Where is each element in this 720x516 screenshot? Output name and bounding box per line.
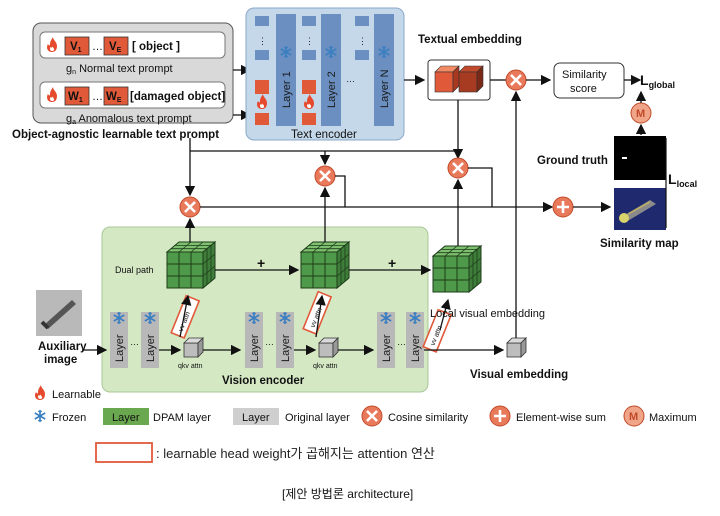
- prompt-title: Object-agnostic learnable text prompt: [12, 129, 219, 141]
- svg-text:⋮: ⋮: [358, 36, 367, 46]
- legend-learnable: Learnable: [52, 389, 101, 401]
- anom-object-token: [damaged object]: [130, 91, 225, 103]
- cosine-similarity-icon-3: [446, 156, 470, 180]
- text-layer-n: Layer N: [379, 69, 391, 108]
- local-feature-cube-1: [166, 241, 216, 289]
- plus-1: +: [257, 255, 265, 271]
- qkv-attn-label-1: qkv attn: [178, 363, 203, 370]
- normal-prompt-caption: gn Normal text prompt: [66, 63, 173, 76]
- anom-dots: …: [92, 91, 103, 103]
- similarity-score-line2: score: [570, 83, 597, 95]
- svg-text:Layer: Layer: [242, 412, 270, 424]
- legend-original-layer: Original layer: [285, 412, 350, 424]
- local-visual-embedding-label: Local visual embedding: [430, 308, 545, 320]
- svg-text:…: …: [265, 337, 274, 347]
- svg-text:Layer: Layer: [145, 334, 157, 362]
- frozen-snowflake-icon: [33, 409, 47, 423]
- svg-text:Layer: Layer: [381, 334, 393, 362]
- legend-elementwise: Element-wise sum: [516, 412, 606, 424]
- ground-truth-image: [614, 136, 666, 180]
- text-layer-2: Layer 2: [326, 71, 338, 108]
- qkv-cube-2: [318, 337, 339, 358]
- cosine-similarity-icon: [504, 68, 528, 92]
- normal-dots: …: [92, 41, 103, 53]
- vision-encoder-title: Vision encoder: [222, 375, 305, 387]
- normal-ve: VE: [109, 41, 122, 54]
- local-feature-cube-3: [432, 245, 482, 293]
- figure-caption: [제안 방법론 architecture]: [282, 487, 413, 501]
- element-wise-sum-icon: [551, 195, 575, 219]
- auxiliary-label-2: image: [44, 354, 77, 366]
- svg-text:⋮: ⋮: [258, 36, 267, 46]
- vision-layer-group-3: Layer … Layer: [377, 311, 424, 368]
- element-wise-sum-icon: [488, 404, 512, 428]
- anom-prompt-caption: ga Anomalous text prompt: [66, 113, 192, 126]
- cosine-similarity-icon: [360, 404, 384, 428]
- text-encoder: ⋮ Layer 1 ⋮ Layer 2 … ⋮ Layer N Text enc…: [245, 7, 405, 141]
- svg-text:Layer: Layer: [280, 334, 292, 362]
- attention-note-text: : learnable head weight가 곱해지는 attention …: [156, 446, 435, 461]
- legend-dpam-layer: DPAM layer: [153, 412, 211, 424]
- legend-maximum: Maximum: [649, 412, 697, 424]
- plus-2: +: [388, 255, 396, 271]
- local-feature-cube-2: [300, 241, 350, 289]
- svg-text:⋮: ⋮: [305, 36, 314, 46]
- dual-path-label: Dual path: [115, 265, 154, 275]
- legend-cosine: Cosine similarity: [388, 412, 469, 424]
- svg-text:M: M: [629, 411, 638, 423]
- auxiliary-label-1: Auxiliary: [38, 341, 87, 353]
- learnable-flame-icon: [35, 385, 45, 400]
- legend-frozen: Frozen: [52, 412, 86, 424]
- text-encoder-title: Text encoder: [291, 129, 357, 141]
- normal-v1: V1: [70, 41, 82, 54]
- textual-embedding-label: Textual embedding: [418, 34, 522, 46]
- svg-text:Layer: Layer: [410, 334, 422, 362]
- svg-text:Layer: Layer: [114, 334, 126, 362]
- l-global: Lglobal: [640, 72, 675, 90]
- svg-text:Layer: Layer: [112, 412, 140, 424]
- prompt-panel: V1 … VE [ object ] gn Normal text prompt…: [32, 22, 234, 126]
- qkv-cube-1: [183, 337, 204, 358]
- vision-layer-group-2: Layer … Layer: [245, 311, 294, 368]
- qkv-attn-label-2: qkv attn: [313, 363, 338, 370]
- attention-note-box: [95, 442, 153, 463]
- vision-layer-group-1: Layer … Layer: [110, 311, 159, 368]
- svg-text:M: M: [636, 108, 645, 120]
- legend: Learnable Frozen Layer DPAM layer Layer …: [33, 385, 697, 428]
- textual-embedding-box: [427, 59, 491, 101]
- anom-we: WE: [106, 91, 122, 104]
- cosine-similarity-icon-2: [313, 164, 337, 188]
- svg-text:…: …: [346, 74, 355, 84]
- svg-text:…: …: [130, 337, 139, 347]
- svg-text:…: …: [397, 337, 406, 347]
- svg-text:Layer: Layer: [249, 334, 261, 362]
- visual-embedding-cube: [506, 337, 527, 358]
- cosine-similarity-icon-1: [178, 195, 202, 219]
- ground-truth-label: Ground truth: [537, 155, 608, 167]
- text-layer-1: Layer 1: [281, 71, 293, 108]
- normal-object-token: [ object ]: [132, 41, 180, 53]
- anom-w1: W1: [68, 91, 83, 104]
- similarity-score-line1: Similarity: [562, 69, 607, 81]
- visual-embedding-label: Visual embedding: [470, 369, 568, 381]
- similarity-map-label: Similarity map: [600, 238, 679, 250]
- l-local: Llocal: [668, 171, 697, 189]
